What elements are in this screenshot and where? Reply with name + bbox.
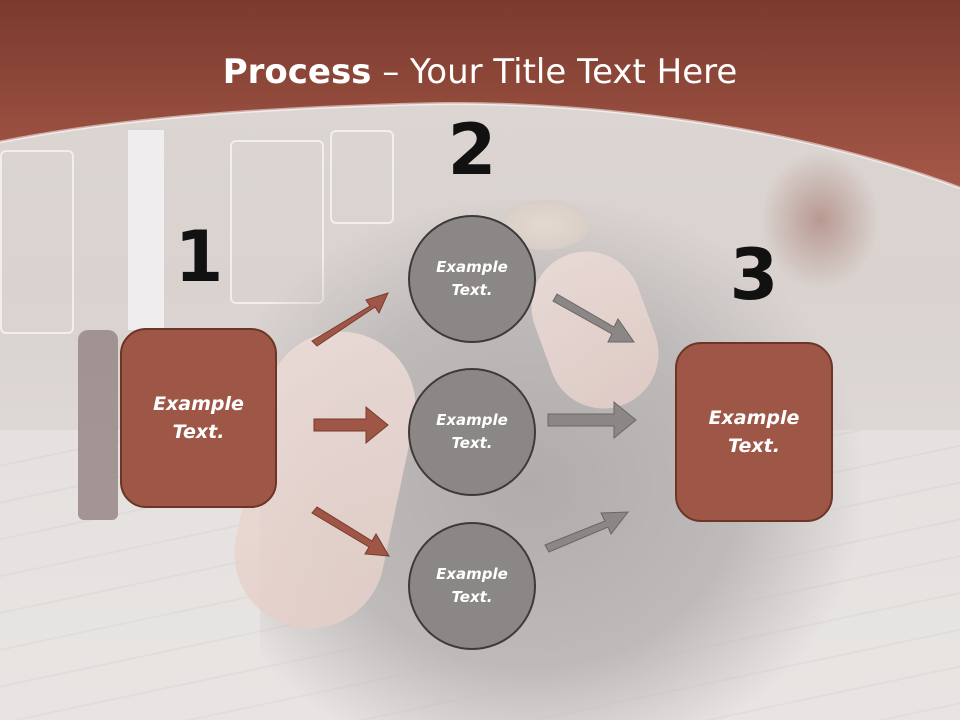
title-bold: Process <box>222 52 372 92</box>
background-chair <box>0 150 74 334</box>
arrow-to-circle-1 <box>311 292 389 347</box>
step-number-2: 2 <box>447 109 497 191</box>
arrow-from-circle-1 <box>552 293 635 343</box>
process-circle-1: Example Text. <box>408 215 536 343</box>
arrow-from-circle-3 <box>544 511 630 553</box>
process-circle-2: Example Text. <box>408 368 536 496</box>
background-bottle <box>78 330 118 520</box>
arrow-from-circle-2 <box>547 400 637 440</box>
slide-title: Process – Your Title Text Here <box>0 52 960 92</box>
step-number-1: 1 <box>174 216 224 298</box>
header-band <box>0 0 960 190</box>
arrow-to-circle-2 <box>313 405 389 445</box>
process-box-right: Example Text. <box>675 342 833 522</box>
process-circle-3: Example Text. <box>408 522 536 650</box>
step-number-3: 3 <box>729 234 779 316</box>
background-pillar <box>128 130 164 330</box>
background-hair <box>760 150 880 290</box>
process-box-left: Example Text. <box>120 328 277 508</box>
title-rest: – Your Title Text Here <box>371 52 738 92</box>
arrow-to-circle-3 <box>311 506 390 557</box>
